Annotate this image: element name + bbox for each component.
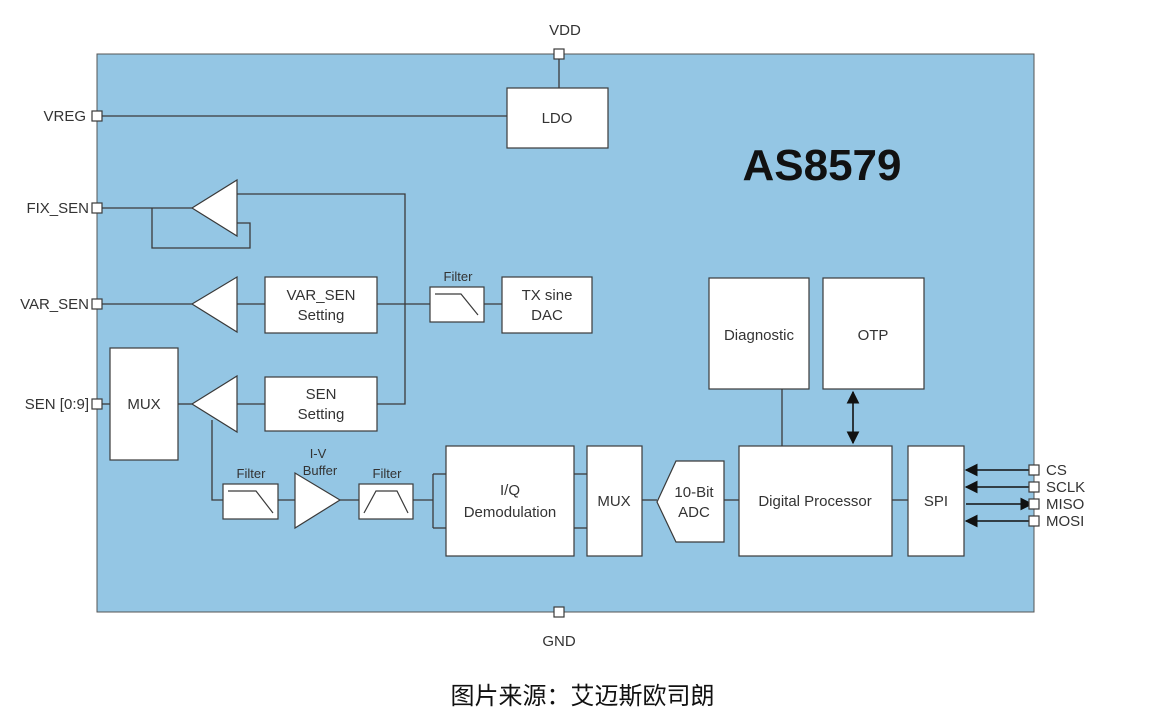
mux-input-block — [109, 347, 179, 461]
rx-bandpass-filter-label: Filter — [373, 466, 403, 481]
mosi-label: MOSI — [1046, 513, 1084, 530]
vdd-pin-pad — [553, 48, 565, 60]
fix-sen-amplifier — [190, 178, 238, 238]
iq-demodulation-block — [445, 445, 575, 557]
digital-processor-label: Digital Processor — [758, 493, 871, 510]
mosi-pin-pad — [1028, 515, 1040, 527]
rx-bandpass-filter — [358, 483, 414, 520]
fix-sen-pin-pad — [91, 202, 103, 214]
iq-demodulation-label-2: Demodulation — [464, 504, 557, 521]
sen-setting-block — [264, 376, 378, 432]
digital-processor-block — [738, 445, 893, 557]
iv-buffer-amplifier — [294, 471, 342, 530]
cs-label: CS — [1046, 462, 1067, 479]
tx-sine-dac-label-1: TX sine — [522, 287, 573, 304]
var-sen-setting-label-1: VAR_SEN — [287, 287, 356, 304]
gnd-pin-pad — [553, 606, 565, 618]
vreg-label: VREG — [43, 108, 86, 125]
vdd-label: VDD — [549, 22, 581, 39]
rx-lowpass-filter-icon — [228, 490, 274, 514]
tx-filter-lowpass-icon — [435, 293, 479, 316]
var-sen-setting-block — [264, 276, 378, 334]
var-sen-label: VAR_SEN — [20, 296, 89, 313]
tx-filter-label: Filter — [444, 269, 474, 284]
rx-bandpass-filter-icon — [363, 490, 409, 514]
vreg-pin-pad — [91, 110, 103, 122]
sen-pin-pad — [91, 398, 103, 410]
sen-amplifier — [190, 374, 238, 434]
rx-lowpass-filter — [222, 483, 279, 520]
ldo-label: LDO — [542, 110, 573, 127]
spi-pin-arrows — [964, 463, 1034, 528]
var-sen-setting-label-2: Setting — [298, 307, 345, 324]
otp-block — [822, 277, 925, 390]
mux-input-label: MUX — [127, 396, 160, 413]
var-sen-pin-pad — [91, 298, 103, 310]
otp-label: OTP — [858, 327, 889, 344]
miso-pin-pad — [1028, 498, 1040, 510]
iq-demodulation-label-1: I/Q — [500, 482, 520, 499]
sen-setting-label-1: SEN — [306, 386, 337, 403]
mux-output-label: MUX — [597, 493, 630, 510]
iv-buffer-label-1: I-V — [310, 446, 327, 461]
tx-sine-dac-label-2: DAC — [531, 307, 563, 324]
tx-filter — [429, 286, 485, 323]
spi-block — [907, 445, 965, 557]
rx-lowpass-filter-label: Filter — [237, 466, 267, 481]
sen-setting-label-2: Setting — [298, 406, 345, 423]
miso-label: MISO — [1046, 496, 1084, 513]
cs-pin-pad — [1028, 464, 1040, 476]
ldo-block — [506, 87, 609, 149]
wires — [102, 59, 908, 529]
sclk-label: SCLK — [1046, 479, 1085, 496]
iv-buffer-label-2: Buffer — [303, 463, 338, 478]
adc-label-1: 10-Bit — [674, 484, 714, 501]
var-sen-amplifier — [190, 275, 238, 334]
spi-label: SPI — [924, 493, 948, 510]
diagnostic-label: Diagnostic — [724, 327, 795, 344]
image-caption: 图片来源：艾迈斯欧司朗 — [450, 682, 715, 710]
mux-output-block — [586, 445, 643, 557]
adc-block — [656, 460, 725, 543]
adc-label-2: ADC — [678, 504, 710, 521]
tx-sine-dac-block — [501, 276, 593, 334]
diagnostic-block — [708, 277, 810, 390]
sen-label: SEN [0:9] — [25, 396, 89, 413]
fix-sen-label: FIX_SEN — [26, 200, 89, 217]
gnd-label: GND — [542, 633, 576, 650]
chip-title: AS8579 — [742, 141, 901, 190]
sclk-pin-pad — [1028, 481, 1040, 493]
